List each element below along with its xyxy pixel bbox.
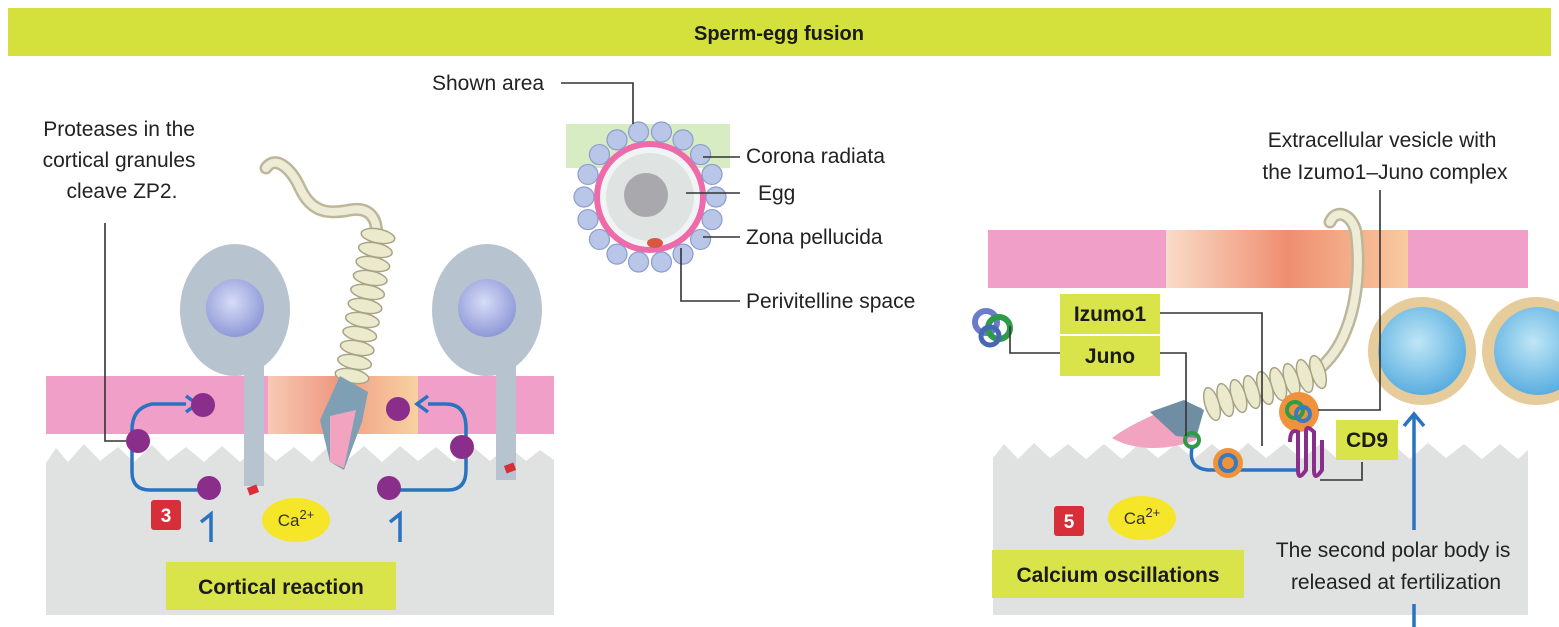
corona-cell: [651, 252, 671, 272]
corona-cell: [574, 187, 594, 207]
cortical-granule: [386, 397, 410, 421]
step-3-number: 3: [161, 506, 172, 527]
corona-nucleus-1: [206, 279, 264, 337]
diagram-title: Sperm-egg fusion: [694, 23, 864, 45]
corona-cell: [651, 122, 671, 142]
cortical-granule: [197, 476, 221, 500]
corona-cell: [629, 122, 649, 142]
perivitelline-space-label: Perivitelline space: [746, 290, 915, 313]
zona-pellucida-label: Zona pellucida: [746, 226, 883, 249]
juno-label: Juno: [1085, 345, 1135, 368]
corona-cell: [691, 145, 711, 165]
corona-cell: [702, 210, 722, 230]
cortical-granule: [126, 429, 150, 453]
egg-nucleus: [624, 173, 668, 217]
izumo1-label: Izumo1: [1074, 303, 1147, 326]
extracellular-vesicle-small: [1213, 448, 1243, 478]
egg-label: Egg: [758, 182, 795, 205]
second-polar-body-core: [1378, 307, 1466, 395]
cortical-reaction-panel: Proteases in the cortical granules cleav…: [43, 118, 554, 615]
cd9-label: CD9: [1346, 429, 1388, 452]
cortical-granule: [450, 435, 474, 459]
izumo1-juno-complex-free: [975, 311, 1010, 345]
proteases-note: Proteases in the cortical granules cleav…: [43, 118, 202, 203]
cortical-reaction-label: Cortical reaction: [198, 576, 364, 599]
corona-cell: [607, 130, 627, 150]
corona-cell: [673, 244, 693, 264]
fusion-panel: Extracellular vesicle with the Izumo1–Ju…: [975, 129, 1559, 627]
corona-cell: [589, 229, 609, 249]
corona-radiata-label: Corona radiata: [746, 145, 885, 168]
polar-body-small: [647, 238, 663, 248]
extracellular-vesicle: [1279, 392, 1319, 432]
step-5-number: 5: [1064, 512, 1075, 533]
corona-cell: [691, 229, 711, 249]
corona-cell: [589, 145, 609, 165]
corona-cell: [706, 187, 726, 207]
corona-cell: [702, 164, 722, 184]
cortical-granule: [377, 476, 401, 500]
corona-cell: [578, 164, 598, 184]
corona-cell: [629, 252, 649, 272]
shown-area-label: Shown area: [432, 72, 544, 95]
corona-nucleus-2: [458, 279, 516, 337]
zona-penetration-right: [1166, 230, 1408, 288]
corona-cell: [607, 244, 627, 264]
calcium-oscillations-label: Calcium oscillations: [1016, 564, 1219, 587]
corona-cell: [673, 130, 693, 150]
cortical-granule: [191, 393, 215, 417]
corona-cell: [578, 210, 598, 230]
vesicle-note: Extracellular vesicle with the Izumo1–Ju…: [1262, 129, 1508, 184]
